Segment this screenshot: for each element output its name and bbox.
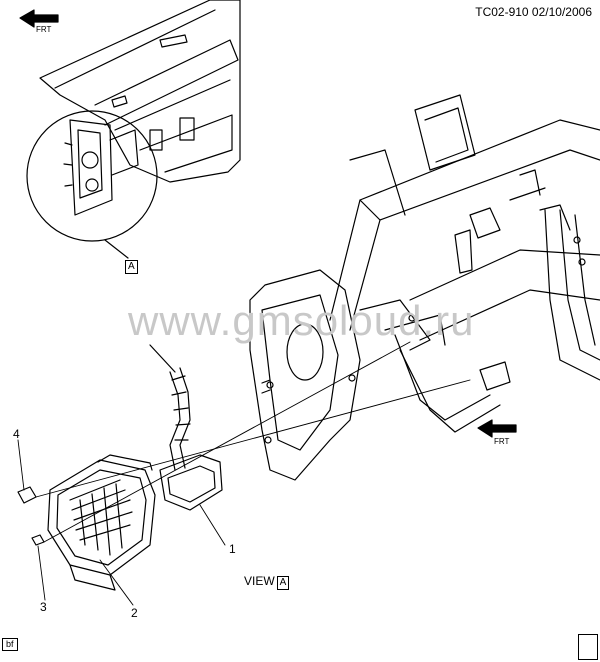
callout-number: 1	[229, 542, 236, 556]
connector-item-1	[149, 344, 223, 511]
frt-label: FRT	[36, 25, 52, 34]
instrument-panel	[39, 0, 241, 183]
detail-circle	[26, 110, 158, 259]
leader-lines	[17, 439, 226, 606]
callout-number: 2	[131, 606, 138, 620]
callout-number: 4	[13, 427, 20, 441]
frt-arrow-icon	[19, 9, 59, 28]
detail-reference-letter: A	[125, 260, 138, 274]
view-letter: A	[276, 576, 290, 590]
revision-icon	[578, 634, 598, 660]
watermark: www.gmsoloud.ru	[128, 297, 475, 344]
callout-number: 3	[40, 600, 47, 614]
frt-arrow-icon	[477, 419, 517, 438]
view-label-text: VIEW	[244, 574, 275, 588]
guide-lines	[35, 341, 471, 543]
electrical-center-assembly	[47, 454, 156, 591]
cross-car-beam	[329, 94, 600, 381]
frt-label: FRT	[494, 437, 510, 446]
footer-badge: bf	[2, 638, 18, 651]
column-support-bracket	[249, 249, 600, 481]
diagram-id-date: TC02-910 02/10/2006	[475, 5, 592, 19]
